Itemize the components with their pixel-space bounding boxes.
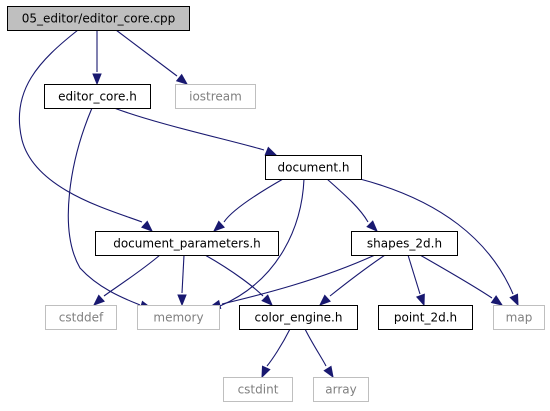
edge-document_h-to-map xyxy=(359,178,519,307)
edge-line xyxy=(219,178,305,307)
node-box xyxy=(493,305,545,330)
node-cstdint: cstdint xyxy=(223,377,293,402)
node-label: cstddef xyxy=(59,311,104,325)
edge-document_parameters_h-to-color_engine_h xyxy=(204,254,273,306)
node-editor-core-cpp[interactable]: 05_editor/editor_core.cpp xyxy=(7,6,190,31)
edge-arrowhead xyxy=(175,73,189,85)
edge-line xyxy=(115,29,178,77)
edge-arrowhead xyxy=(177,294,187,307)
node-label: iostream xyxy=(189,90,242,104)
edge-line xyxy=(204,254,264,297)
edge-editor_core_h-to-memory xyxy=(67,107,153,310)
node-box xyxy=(175,84,256,109)
edge-arrowhead xyxy=(366,220,378,232)
edge-line xyxy=(329,254,386,297)
edge-arrowhead xyxy=(141,220,154,232)
edge-line xyxy=(304,328,327,367)
node-box xyxy=(223,377,293,402)
node-document-h[interactable]: document.h xyxy=(265,155,362,180)
node-label: memory xyxy=(153,311,203,325)
node-box xyxy=(265,155,362,180)
node-shapes-2d-h[interactable]: shapes_2d.h xyxy=(351,231,458,256)
edge-line xyxy=(113,107,265,151)
edge-arrowhead xyxy=(212,220,225,232)
node-label: cstdint xyxy=(238,383,279,397)
edge-line xyxy=(326,178,369,223)
node-box xyxy=(45,305,117,330)
node-box xyxy=(44,84,151,109)
node-map: map xyxy=(493,305,545,330)
edge-arrowhead xyxy=(490,295,504,306)
edge-arrowhead xyxy=(92,73,102,86)
edge-editor_core_cpp-to-editor_core_h xyxy=(92,30,102,86)
node-iostream: iostream xyxy=(175,84,256,109)
node-box xyxy=(239,305,358,330)
node-label: 05_editor/editor_core.cpp xyxy=(22,12,176,26)
node-cstddef: cstddef xyxy=(45,305,117,330)
edge-color_engine_h-to-cstdint xyxy=(261,328,291,379)
edge-shapes_2d_h-to-map xyxy=(419,254,504,306)
edge-line xyxy=(407,254,421,295)
nodes-layer: 05_editor/editor_core.cpp editor_core.h io… xyxy=(7,6,545,402)
edge-line xyxy=(221,254,376,305)
edge-arrowhead xyxy=(261,294,273,306)
node-array: array xyxy=(313,377,369,402)
edge-arrowhead xyxy=(318,294,331,306)
node-box xyxy=(7,6,190,31)
node-label: shapes_2d.h xyxy=(367,237,442,251)
edge-document_parameters_h-to-cstddef xyxy=(92,254,161,306)
edge-line xyxy=(18,29,143,223)
node-box xyxy=(313,377,369,402)
edge-line xyxy=(103,254,161,297)
edge-document_h-to-shapes_2d_h xyxy=(326,178,378,232)
node-box xyxy=(95,231,279,256)
edge-line xyxy=(181,254,185,294)
edge-color_engine_h-to-array xyxy=(304,328,334,379)
edge-arrowhead xyxy=(92,294,105,306)
edge-document_parameters_h-to-memory xyxy=(177,254,187,307)
edge-line xyxy=(67,107,141,306)
edge-line xyxy=(223,178,284,223)
node-label: color_engine.h xyxy=(255,311,343,325)
node-color-engine-h[interactable]: color_engine.h xyxy=(239,305,358,330)
node-document-parameters-h[interactable]: document_parameters.h xyxy=(95,231,279,256)
node-label: document_parameters.h xyxy=(113,237,261,251)
node-memory: memory xyxy=(137,305,220,330)
edge-arrowhead xyxy=(261,365,271,379)
edge-arrowhead xyxy=(415,293,425,307)
edge-arrowhead xyxy=(509,293,519,307)
edge-shapes_2d_h-to-color_engine_h xyxy=(318,254,386,306)
node-label: map xyxy=(506,311,533,325)
node-point-2d-h[interactable]: point_2d.h xyxy=(378,305,473,330)
node-box xyxy=(378,305,473,330)
edge-line xyxy=(419,254,493,299)
edge-line xyxy=(359,178,514,295)
edge-arrowhead xyxy=(264,146,278,156)
node-editor-core-h[interactable]: editor_core.h xyxy=(44,84,151,109)
edge-document_h-to-document_parameters_h xyxy=(212,178,284,232)
edge-editor_core_h-to-document_h xyxy=(113,107,278,156)
edge-shapes_2d_h-to-memory xyxy=(208,254,376,310)
edge-shapes_2d_h-to-point_2d_h xyxy=(407,254,425,307)
node-box xyxy=(137,305,220,330)
edge-arrowhead xyxy=(323,365,334,379)
node-label: editor_core.h xyxy=(58,90,137,104)
node-label: point_2d.h xyxy=(394,311,457,325)
node-label: document.h xyxy=(278,161,350,175)
edge-editor_core_cpp-to-document_parameters_h xyxy=(18,29,154,232)
node-label: array xyxy=(325,383,356,397)
edge-editor_core_cpp-to-iostream xyxy=(115,29,189,85)
edge-line xyxy=(266,328,291,367)
node-box xyxy=(351,231,458,256)
